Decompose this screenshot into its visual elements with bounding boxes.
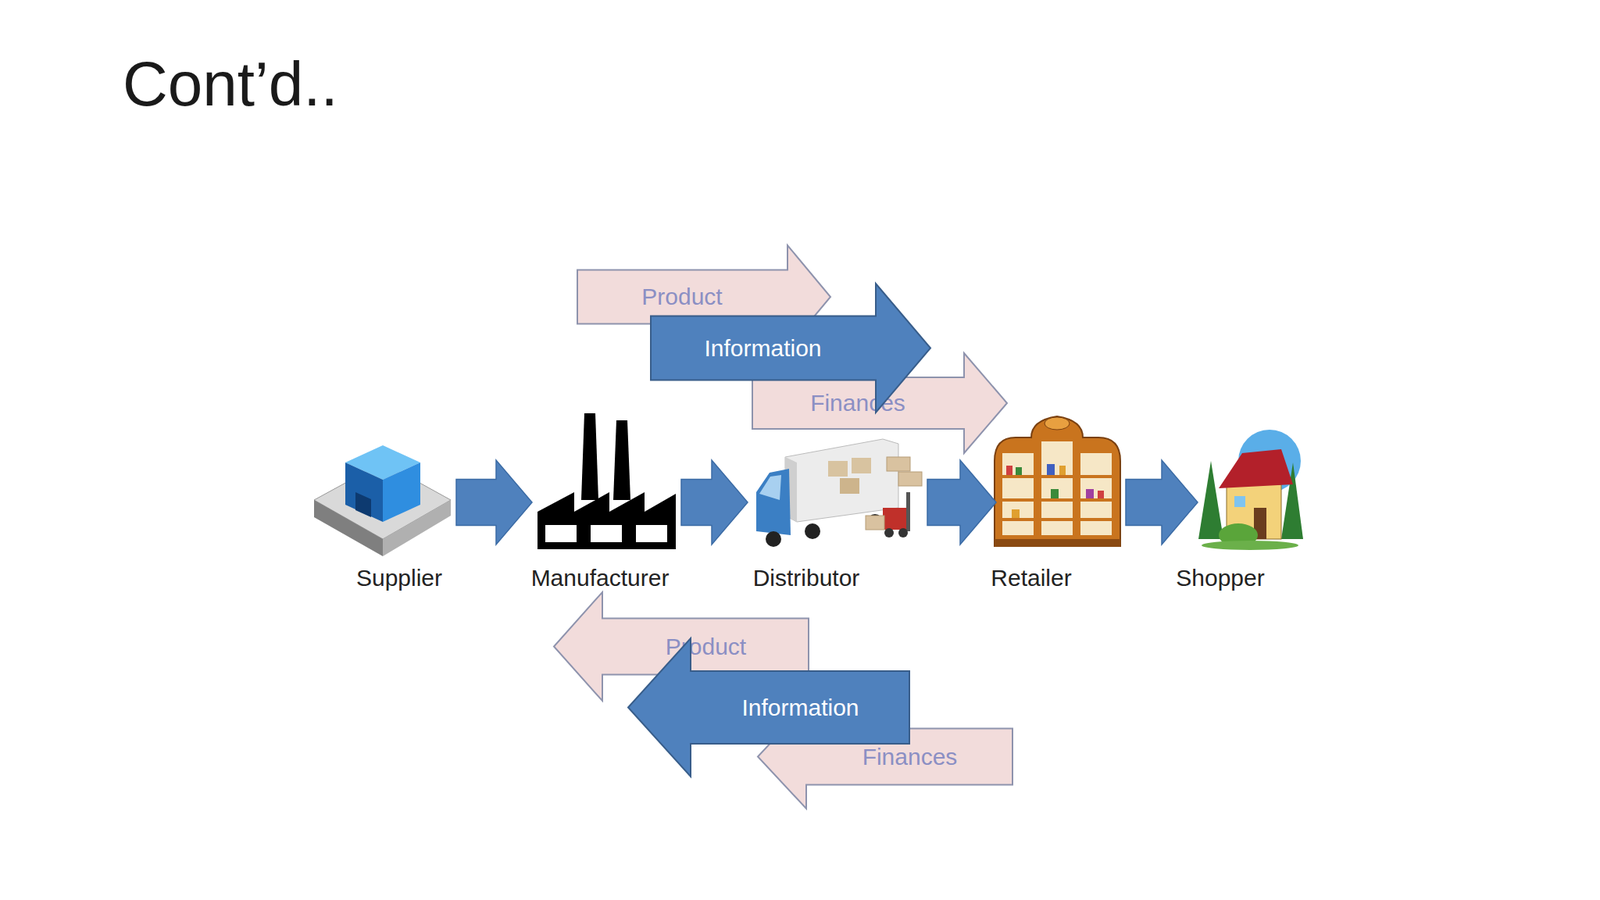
factory-icon-part	[590, 525, 622, 543]
warehouse-icon-part	[355, 492, 372, 518]
stage-label: Distributor	[753, 564, 861, 593]
stage-label: Retailer	[990, 564, 1072, 593]
house-icon-part	[1234, 496, 1246, 508]
arrow-outline	[757, 704, 1013, 809]
warehouse-icon	[314, 445, 451, 557]
truck-icon-part	[839, 478, 860, 494]
factory-icon-part	[581, 413, 599, 500]
truck-icon-part	[884, 528, 894, 538]
house-icon	[1198, 429, 1304, 550]
shop-icon-part	[1011, 509, 1020, 518]
flow-label: Product	[602, 618, 810, 675]
supply-chain-stage: Supplier	[314, 442, 451, 596]
shop-icon-part	[1000, 498, 1116, 502]
truck-icon-part	[865, 515, 885, 530]
house-icon-part	[1198, 460, 1224, 540]
stage-label: Supplier	[356, 564, 443, 593]
truck-icon-part	[828, 460, 848, 477]
supply-chain-stage: Distributor	[753, 437, 922, 596]
slide-title: Cont’d..	[122, 48, 339, 121]
flow-connector	[681, 460, 748, 545]
truck-icon-part	[785, 439, 899, 522]
flow-label: Information	[650, 316, 876, 381]
supply-chain-stage: Retailer	[1001, 416, 1121, 596]
flow-label: Finances	[751, 377, 965, 429]
shop-icon-part	[994, 416, 1121, 547]
house-icon-part	[1218, 449, 1293, 489]
truck-icon-part	[906, 492, 911, 532]
truck-icon-part	[804, 523, 821, 540]
shop-icon-part	[1097, 490, 1104, 499]
shop-icon-part	[1085, 489, 1094, 499]
shop-icon-part	[994, 539, 1121, 547]
arrow-outline	[752, 353, 1008, 454]
shop-icon-part	[1000, 517, 1116, 522]
truck-icon-part	[886, 457, 911, 472]
shop-icon-part	[1046, 464, 1055, 475]
truck-icon-part	[898, 471, 922, 486]
shop-icon-part	[1006, 465, 1013, 475]
factory-icon-part	[537, 492, 676, 550]
shop-icon-part	[1059, 465, 1066, 475]
warehouse-icon-part	[382, 462, 421, 522]
truck-icon-part	[898, 528, 908, 538]
shop-icon-part	[1015, 467, 1022, 475]
stage-label: Shopper	[1175, 564, 1265, 593]
flow-connector	[1125, 460, 1198, 545]
truck-icon-part	[882, 507, 907, 530]
factory-icon-part	[635, 525, 668, 543]
flow-label: Information	[690, 671, 911, 744]
flow-connector-group	[456, 460, 533, 545]
shop-icon-part	[1080, 453, 1112, 536]
shop-icon	[994, 416, 1121, 547]
shop-icon-part	[1000, 475, 1116, 479]
flow-connector-group	[1125, 460, 1198, 545]
flow-connector-group	[681, 460, 748, 545]
stage-label: Manufacturer	[531, 564, 670, 593]
factory-icon-part	[545, 525, 577, 543]
warehouse-icon-part	[345, 462, 383, 522]
house-icon-part	[1201, 540, 1299, 550]
supply-chain-stage: Shopper	[1203, 421, 1301, 596]
shop-icon-part	[1002, 453, 1034, 536]
truck-icon-part	[765, 531, 782, 547]
flow-arrow: Information	[627, 637, 911, 778]
flow-arrow: Information	[650, 282, 932, 414]
truck-icon-part	[851, 457, 872, 474]
flow-connector	[927, 460, 997, 545]
factory-icon-part	[613, 420, 631, 500]
shop-icon-part	[1050, 489, 1059, 499]
shop-icon-part	[1044, 417, 1070, 430]
truck-icon-part	[756, 468, 791, 536]
flow-connector-group	[927, 460, 997, 545]
flow-connector	[456, 460, 533, 545]
truck-icon	[756, 439, 922, 547]
factory-icon	[537, 413, 676, 550]
supply-chain-stage: Manufacturer	[537, 413, 676, 596]
truck-icon-part	[759, 475, 782, 500]
